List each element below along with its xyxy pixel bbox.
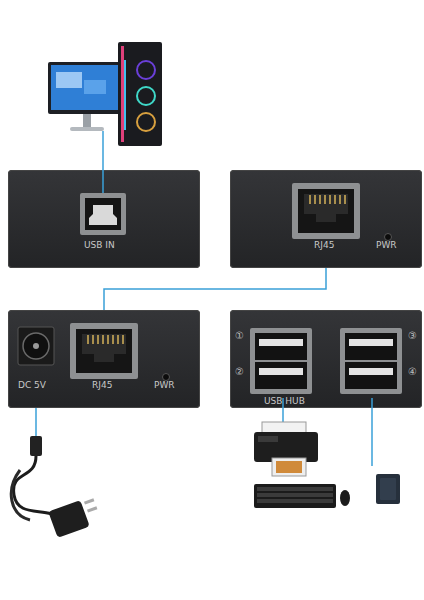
adapter-prong	[84, 498, 94, 504]
port-label: DC 5V	[18, 380, 46, 391]
fan-ring	[137, 113, 155, 131]
paper-tray	[262, 422, 306, 434]
monitor-base	[70, 127, 104, 131]
adapter-body	[48, 500, 90, 538]
power-adapter	[11, 436, 97, 538]
device-panel: DC 5V RJ45 PWR	[8, 310, 200, 408]
monitor-screen	[51, 65, 123, 110]
screen-window	[84, 80, 106, 94]
photo-image	[276, 461, 302, 473]
drive-face	[380, 478, 396, 500]
rgb-strip	[121, 46, 124, 142]
printer-panel	[258, 436, 278, 442]
monitor-stand	[83, 114, 91, 128]
port-label: PWR	[154, 380, 175, 391]
computer-illustration	[48, 42, 162, 146]
device-panel: RJ45 PWR	[230, 170, 422, 268]
keyboard-keys	[257, 487, 333, 503]
keyboard-illustration	[254, 484, 336, 508]
callout-number: ③	[408, 330, 417, 341]
port-label: RJ45	[314, 240, 334, 251]
fan-ring	[137, 87, 155, 105]
monitor-frame	[48, 62, 126, 114]
printer-body	[254, 432, 318, 462]
adapter-cable	[11, 470, 30, 520]
port-label: USB IN	[84, 240, 115, 251]
port-label: USB HUB	[264, 396, 305, 407]
callout-number: ①	[235, 330, 244, 341]
pc-tower	[118, 42, 162, 146]
device-panel: ① ② ③ ④ USB HUB	[230, 310, 422, 408]
mouse-illustration	[340, 490, 350, 506]
device-panel: USB IN	[8, 170, 200, 268]
screen-window	[56, 72, 82, 88]
callout-number: ②	[235, 366, 244, 377]
leader-line	[35, 408, 37, 436]
callout-number: ④	[408, 366, 417, 377]
port-label: RJ45	[92, 380, 112, 391]
rgb-strip	[124, 60, 126, 130]
adapter-prong	[87, 506, 97, 512]
keyboard-body	[254, 484, 336, 508]
drive-body	[376, 474, 400, 504]
printer-illustration	[254, 422, 318, 476]
drive-illustration	[376, 474, 400, 504]
network-cable	[104, 268, 326, 310]
dc-plug	[30, 436, 42, 456]
port-label: PWR	[376, 240, 397, 251]
fan-ring	[137, 61, 155, 79]
printed-photo	[272, 458, 306, 476]
adapter-cable	[14, 456, 60, 520]
leader-line	[371, 398, 373, 466]
